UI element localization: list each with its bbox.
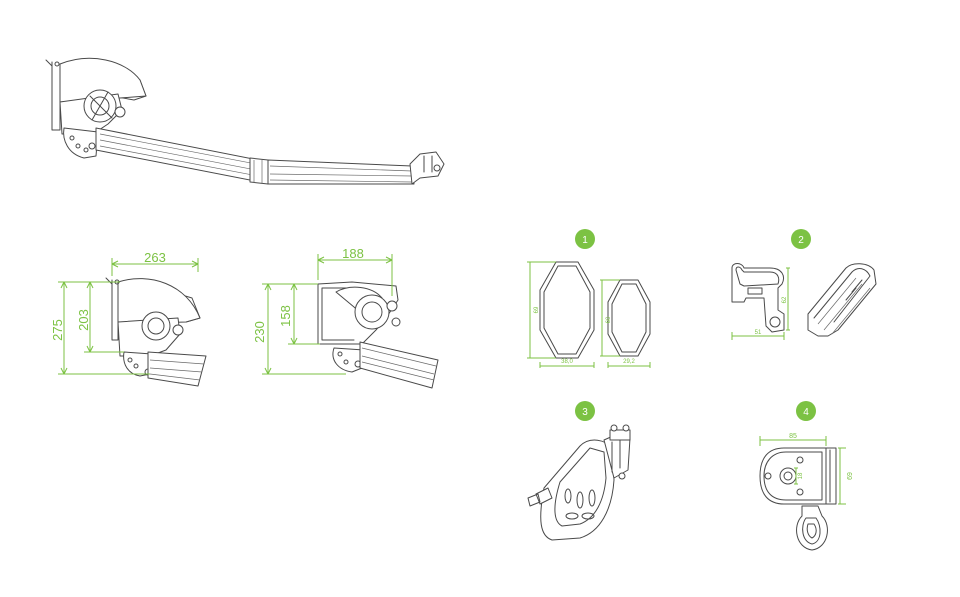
dim-width-a: 263 xyxy=(144,250,166,265)
badge-3 xyxy=(575,401,595,421)
badge-4-label: 4 xyxy=(803,407,809,418)
bracket-width: 85 xyxy=(789,433,797,440)
badge-2-label: 2 xyxy=(798,235,804,246)
profile-height: 62 xyxy=(782,296,788,303)
detail-1-tube-sections: 1 69 38,0 60 29,2 xyxy=(527,229,651,368)
detail-4-front-bracket: 4 85 69 18 xyxy=(759,401,854,551)
bracket-height: 69 xyxy=(847,472,854,480)
badge-1-label: 1 xyxy=(582,235,588,246)
badge-3-label: 3 xyxy=(582,407,588,418)
side-view-a: 263 275 203 xyxy=(50,250,207,387)
detail-3-shoulder-casting: 3 xyxy=(527,401,631,541)
bracket-hole: 18 xyxy=(798,472,804,479)
dim-height-inner-a: 203 xyxy=(76,309,91,331)
dim-height-total-b: 230 xyxy=(252,321,267,343)
awning-arm-full-view xyxy=(45,57,445,185)
side-view-b: 188 230 158 xyxy=(252,246,439,389)
tube-b-height: 60 xyxy=(606,316,612,323)
tube-a-height: 69 xyxy=(534,306,540,313)
dim-height-total-a: 275 xyxy=(50,319,65,341)
tube-b-width: 29,2 xyxy=(623,359,635,365)
badge-1 xyxy=(575,229,595,249)
badge-2 xyxy=(791,229,811,249)
dim-width-b: 188 xyxy=(342,246,364,261)
profile-width: 51 xyxy=(755,330,762,336)
badge-4 xyxy=(796,401,816,421)
tube-a-width: 38,0 xyxy=(561,359,573,365)
dim-height-inner-b: 158 xyxy=(278,305,293,327)
detail-2-profile: 2 51 62 xyxy=(731,229,877,340)
